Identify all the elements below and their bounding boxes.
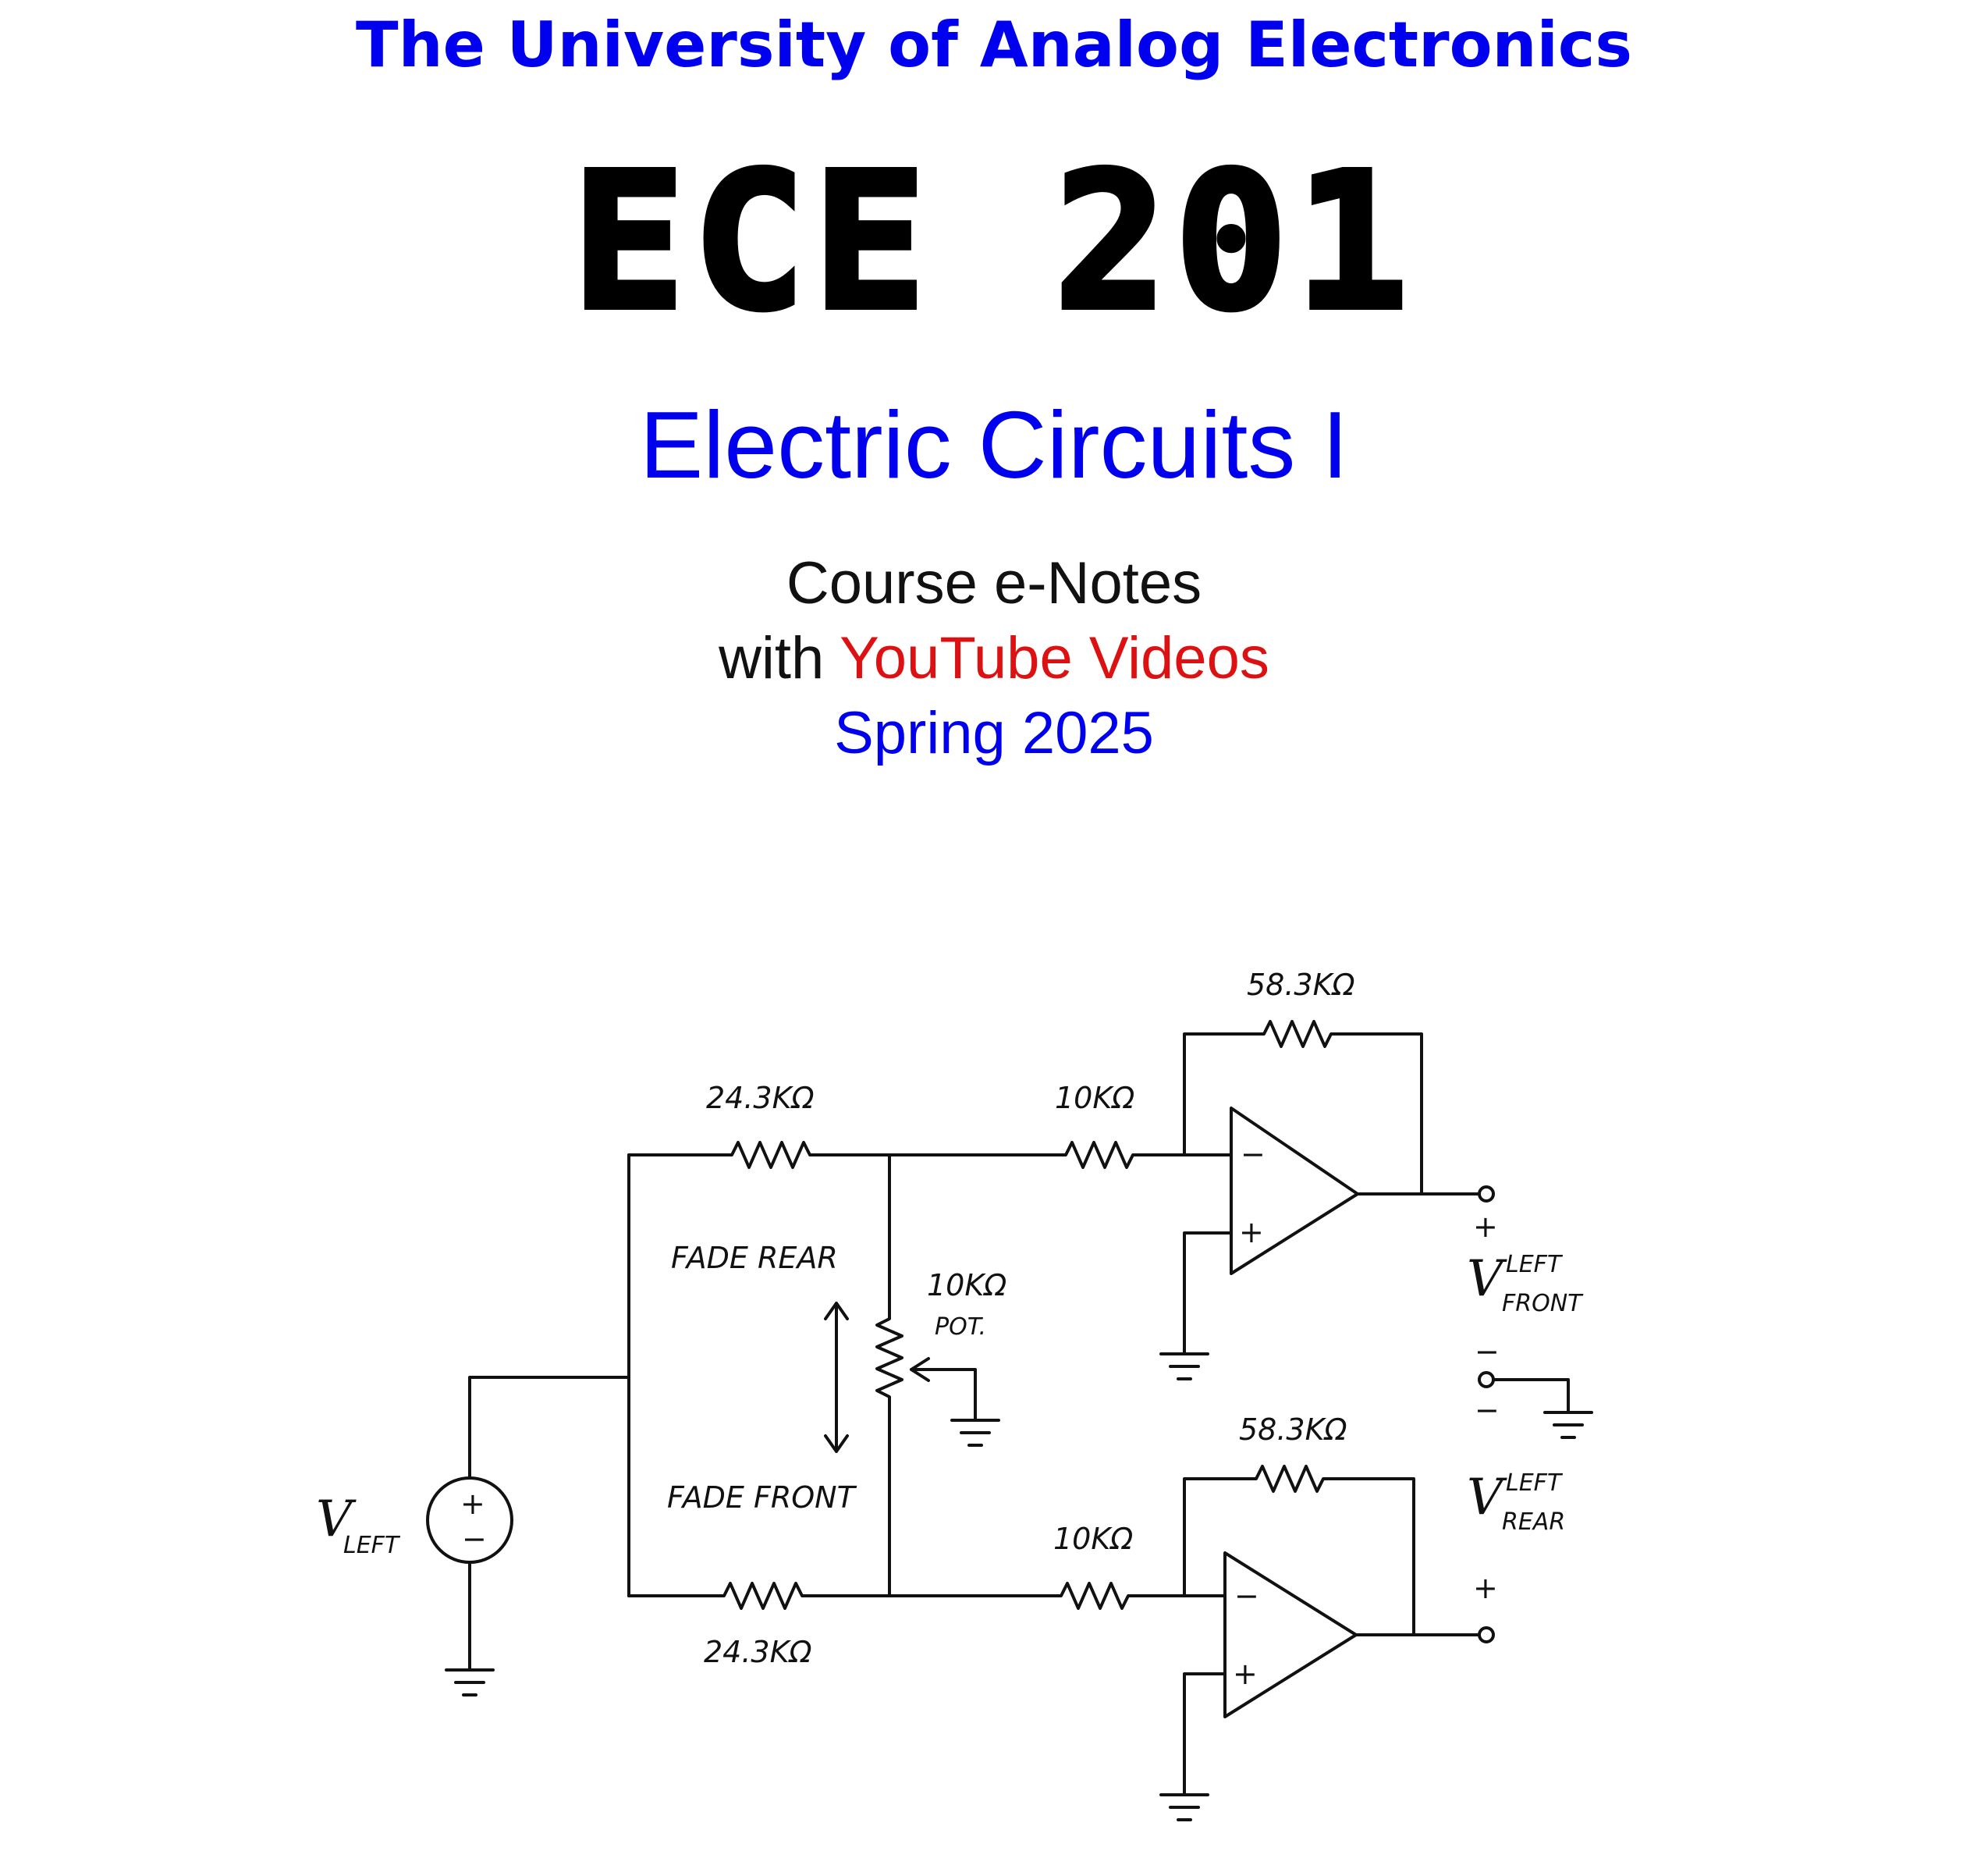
source-label-v: V bbox=[316, 1490, 357, 1548]
pot-wiper bbox=[910, 1357, 977, 1422]
output-terminal-rear bbox=[1478, 1626, 1495, 1643]
opamp-bottom-plus: + bbox=[1233, 1657, 1258, 1691]
subtitle-line-1: Course e-Notes bbox=[786, 550, 1202, 616]
course-code: ECE 201 bbox=[569, 130, 1416, 354]
front-minus-top: − bbox=[1475, 1334, 1500, 1369]
potentiometer bbox=[875, 1153, 903, 1597]
subtitle-line-2: with YouTube Videos bbox=[0, 621, 1988, 696]
front-label-v: V bbox=[1467, 1250, 1507, 1308]
pot-value-label: 10KΩ bbox=[927, 1268, 1006, 1302]
resistor-input-top bbox=[888, 1141, 1186, 1169]
ground-icon bbox=[1159, 1793, 1209, 1821]
resistor-input-bottom bbox=[888, 1582, 1186, 1610]
output-terminal-front bbox=[1478, 1185, 1495, 1203]
resistor-series-bottom bbox=[627, 1582, 891, 1610]
fade-rear-label: FADE REAR bbox=[671, 1241, 838, 1275]
youtube-videos-text: YouTube Videos bbox=[840, 625, 1269, 691]
r-series-top-label: 24.3KΩ bbox=[706, 1081, 815, 1115]
opamp-bottom-minus: − bbox=[1234, 1579, 1259, 1613]
term: Spring 2025 bbox=[834, 700, 1154, 766]
subtitle-with: with bbox=[719, 625, 825, 691]
source-minus: − bbox=[462, 1522, 487, 1556]
resistor-feedback-bottom bbox=[1183, 1465, 1415, 1636]
rear-label-v: V bbox=[1467, 1469, 1507, 1526]
r-feedback-bottom-label: 58.3KΩ bbox=[1239, 1412, 1347, 1447]
course-subtitle: Course e-Notes with YouTube Videos Sprin… bbox=[0, 546, 1988, 771]
source-label-sub: LEFT bbox=[343, 1532, 401, 1559]
front-label-sub: FRONT bbox=[1502, 1290, 1584, 1317]
pot-label: POT. bbox=[935, 1313, 986, 1341]
output-terminal-ground bbox=[1478, 1371, 1495, 1388]
source-plus: + bbox=[460, 1487, 485, 1521]
opamp-top-plus: + bbox=[1239, 1215, 1264, 1249]
output-ground-wire bbox=[1492, 1378, 1570, 1414]
rear-label-sup: LEFT bbox=[1506, 1469, 1564, 1497]
r-input-top-label: 10KΩ bbox=[1055, 1081, 1134, 1115]
ground-icon bbox=[950, 1419, 1000, 1447]
voltage-source: + − bbox=[426, 1376, 630, 1672]
university-name: The University of Analog Electronics bbox=[356, 9, 1632, 81]
fade-arrow-icon bbox=[824, 1302, 849, 1453]
front-plus: + bbox=[1473, 1210, 1498, 1244]
fade-front-label: FADE FRONT bbox=[667, 1480, 857, 1515]
rear-plus: + bbox=[1473, 1571, 1498, 1605]
front-label-sup: LEFT bbox=[1506, 1251, 1564, 1278]
opamp-top bbox=[1230, 1107, 1359, 1275]
resistor-feedback-top bbox=[1183, 1020, 1423, 1196]
ground-icon bbox=[1543, 1411, 1593, 1439]
ground-icon bbox=[445, 1668, 495, 1696]
front-minus-bottom: − bbox=[1475, 1393, 1500, 1427]
opamp-top-wires bbox=[1183, 1153, 1480, 1355]
opamp-bottom bbox=[1223, 1551, 1358, 1718]
r-input-bottom-label: 10KΩ bbox=[1053, 1522, 1133, 1556]
rear-label-sub: REAR bbox=[1502, 1508, 1565, 1536]
opamp-top-minus: − bbox=[1241, 1137, 1266, 1171]
resistor-series-top bbox=[627, 1141, 891, 1169]
r-feedback-top-label: 58.3KΩ bbox=[1247, 968, 1355, 1002]
r-series-bottom-label: 24.3KΩ bbox=[704, 1635, 812, 1669]
ground-icon bbox=[1159, 1352, 1209, 1380]
opamp-bottom-wires bbox=[1183, 1594, 1480, 1796]
course-title: Electric Circuits I bbox=[639, 392, 1349, 498]
